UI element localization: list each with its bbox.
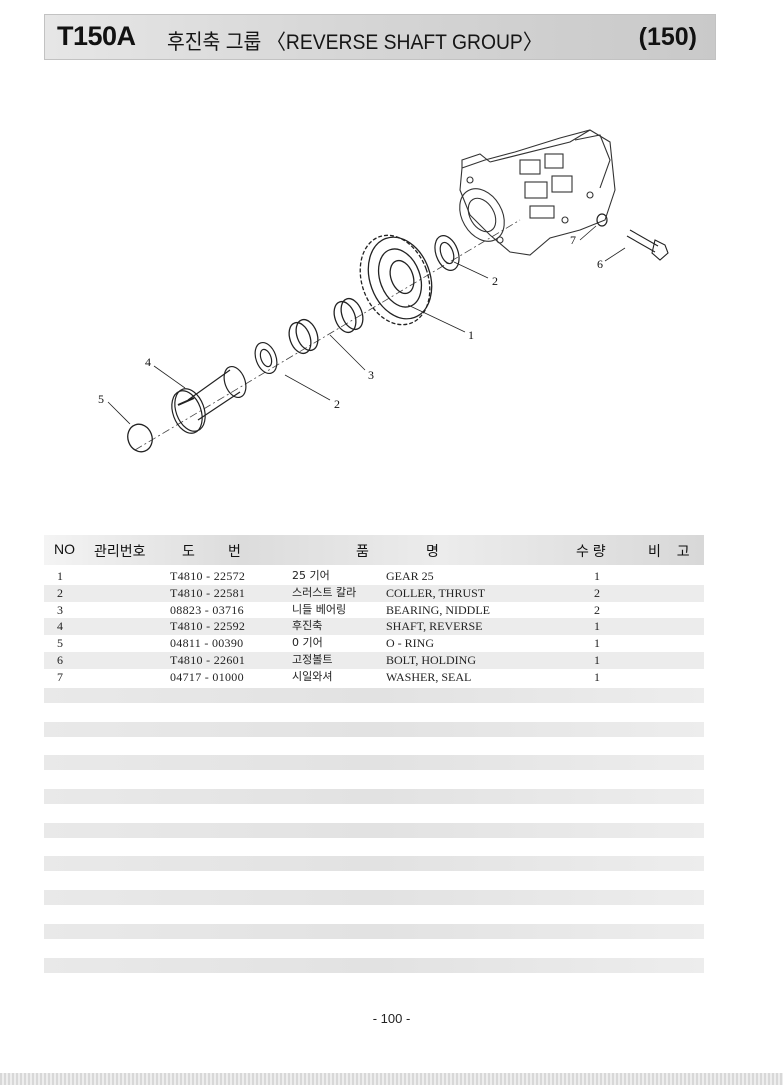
needle-bearing-part <box>288 297 364 355</box>
thrust-collar-upper-part <box>434 235 460 271</box>
row-quantity: 1 <box>594 669 600 684</box>
table-row: 3 08823 - 03716 니들 베어링 BEARING, NIDDLE 2 <box>44 602 704 619</box>
empty-row-stripe <box>44 957 704 973</box>
callout-2-lower: 2 <box>334 397 340 411</box>
row-part-number: 08823 - 03716 <box>170 602 244 617</box>
empty-row-stripe <box>44 856 704 872</box>
transmission-housing <box>459 129 616 256</box>
group-page-number: (150) <box>638 23 697 51</box>
header-name-2: 명 <box>426 543 439 559</box>
row-part-number: T4810 - 22601 <box>170 652 246 667</box>
header-qty: 수 량 <box>576 543 606 559</box>
row-name-english: O - RING <box>386 636 434 651</box>
row-name-english: SHAFT, REVERSE <box>386 619 483 634</box>
empty-row-stripe <box>44 822 704 838</box>
header-remark: 비 고 <box>648 543 696 559</box>
page-header: T150A 후진축 그룹 〈REVERSE SHAFT GROUP〉 (150) <box>44 14 716 60</box>
row-name-english: COLLER, THRUST <box>386 585 486 600</box>
header-drawing-1: 도 <box>182 543 195 559</box>
header-drawing-2: 번 <box>228 543 241 559</box>
row-name-english: BEARING, NIDDLE <box>386 602 490 617</box>
row-no: 4 <box>57 619 63 634</box>
row-quantity: 1 <box>594 569 600 583</box>
o-ring-part <box>127 423 153 453</box>
parts-table-header: NO 관리번호 도 번 품 명 수 량 비 고 <box>44 535 704 565</box>
empty-row-stripe <box>44 688 704 703</box>
row-no: 2 <box>57 585 63 600</box>
row-quantity: 1 <box>594 619 600 634</box>
header-mgmt-no: 관리번호 <box>94 543 146 559</box>
row-no: 6 <box>57 652 63 667</box>
row-name-english: GEAR 25 <box>386 569 434 583</box>
callout-2-upper: 2 <box>492 274 498 288</box>
empty-row-stripe <box>44 755 704 771</box>
header-name-1: 품 <box>356 543 369 559</box>
row-part-number: T4810 - 22572 <box>170 569 246 583</box>
row-no: 3 <box>57 602 63 617</box>
row-name-korean: 시일와셔 <box>292 669 333 683</box>
row-name-korean: 0 기어 <box>292 636 323 650</box>
callout-1: 1 <box>468 328 474 342</box>
group-title: 후진축 그룹 〈REVERSE SHAFT GROUP〉 <box>167 31 543 54</box>
seal-washer-part <box>596 213 608 227</box>
row-quantity: 1 <box>594 652 600 667</box>
row-name-korean: 고정볼트 <box>292 652 333 666</box>
table-row: 5 04811 - 00390 0 기어 O - RING 1 <box>44 635 704 652</box>
empty-table-stripes <box>44 688 704 991</box>
holding-bolt-part <box>626 229 669 261</box>
row-part-number: T4810 - 22592 <box>170 619 246 634</box>
row-name-english: WASHER, SEAL <box>386 669 472 684</box>
group-code: T150A <box>57 21 136 51</box>
row-no: 5 <box>57 636 63 651</box>
row-no: 1 <box>57 569 63 583</box>
row-part-number: T4810 - 22581 <box>170 585 246 600</box>
callout-4: 4 <box>145 355 151 369</box>
row-quantity: 1 <box>594 636 600 651</box>
dash-dot-axis-line <box>134 219 521 451</box>
table-row: 1 T4810 - 22572 25 기어 GEAR 25 1 <box>44 568 704 585</box>
row-no: 7 <box>57 669 63 684</box>
row-name-english: BOLT, HOLDING <box>386 652 476 667</box>
row-name-korean: 25 기어 <box>292 569 330 582</box>
header-no: NO <box>54 541 75 557</box>
row-name-korean: 후진축 <box>292 619 323 633</box>
exploded-parts-diagram: 1 2 2 3 4 5 6 7 <box>98 129 669 453</box>
row-quantity: 2 <box>594 585 600 600</box>
table-row: 4 T4810 - 22592 후진축 SHAFT, REVERSE 1 <box>44 618 704 636</box>
page-footer-number: - 100 - <box>372 1011 411 1026</box>
row-name-korean: 니들 베어링 <box>292 602 347 616</box>
thrust-collar-lower-part <box>254 341 278 375</box>
table-row: 2 T4810 - 22581 스러스트 칼라 COLLER, THRUST 2 <box>44 584 704 602</box>
callout-3: 3 <box>368 368 374 382</box>
row-part-number: 04811 - 00390 <box>170 636 244 651</box>
reverse-shaft-part <box>171 365 247 434</box>
callout-7: 7 <box>570 233 576 247</box>
empty-row-stripe <box>44 721 704 737</box>
empty-row-stripe <box>44 789 704 805</box>
empty-row-stripe <box>44 890 704 906</box>
leader-lines <box>107 225 626 425</box>
scan-edge-band <box>0 1073 783 1085</box>
row-quantity: 2 <box>594 602 600 617</box>
parts-table-body: 1 T4810 - 22572 25 기어 GEAR 25 1 2 T4810 … <box>44 568 704 686</box>
empty-row-stripe <box>44 923 704 939</box>
row-name-korean: 스러스트 칼라 <box>292 585 357 599</box>
gear-25-part <box>359 234 433 326</box>
callout-5: 5 <box>98 392 104 406</box>
table-row: 6 T4810 - 22601 고정볼트 BOLT, HOLDING 1 <box>44 651 704 669</box>
row-part-number: 04717 - 01000 <box>170 669 244 684</box>
table-row: 7 04717 - 01000 시일와셔 WASHER, SEAL 1 <box>44 669 704 686</box>
callout-6: 6 <box>597 257 603 271</box>
